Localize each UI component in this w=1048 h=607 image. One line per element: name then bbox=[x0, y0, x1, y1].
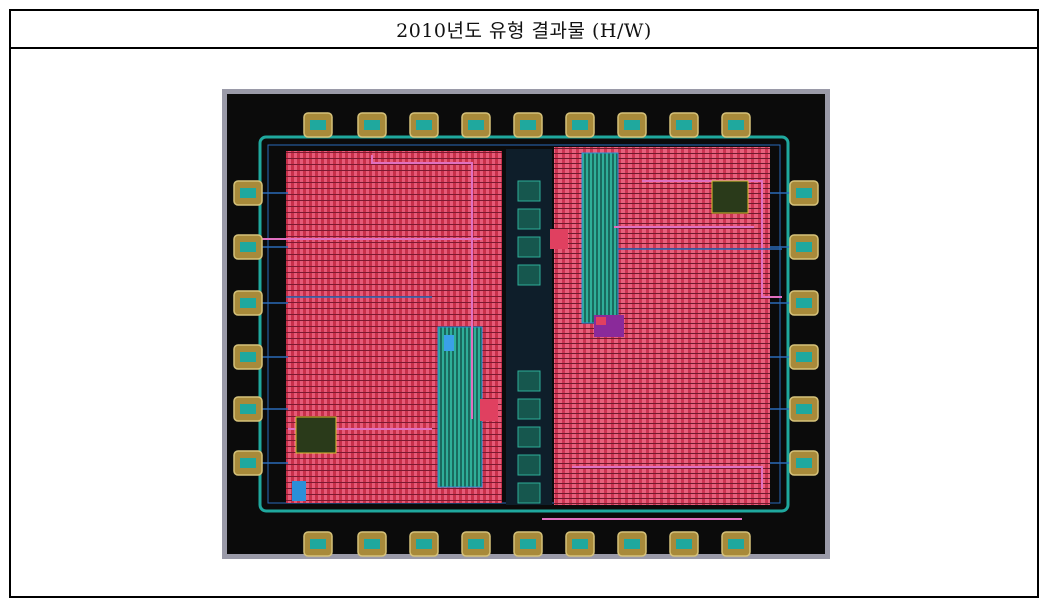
io-pad-right-1-core bbox=[796, 242, 812, 252]
center-cell-1 bbox=[517, 208, 541, 230]
io-pad-bottom-6-core bbox=[624, 539, 640, 549]
io-pad-top-8-core bbox=[728, 120, 744, 130]
table-title: 2010년도 유형 결과물 (H/W) bbox=[11, 11, 1037, 49]
io-pad-top-6-core bbox=[624, 120, 640, 130]
io-pad-left-2-core bbox=[240, 298, 256, 308]
center-cell-8 bbox=[517, 482, 541, 504]
center-cell-2 bbox=[517, 236, 541, 258]
center-cell-4 bbox=[517, 370, 541, 392]
io-pad-bottom-4-core bbox=[520, 539, 536, 549]
io-pad-top-7-core bbox=[676, 120, 692, 130]
io-pad-right-3-core bbox=[796, 352, 812, 362]
io-pad-bottom-1-core bbox=[364, 539, 380, 549]
center-cell-3 bbox=[517, 264, 541, 286]
center-cell-7 bbox=[517, 454, 541, 476]
io-pad-top-5-core bbox=[572, 120, 588, 130]
io-pad-bottom-5-core bbox=[572, 539, 588, 549]
result-table: 2010년도 유형 결과물 (H/W) bbox=[9, 9, 1039, 598]
io-pad-bottom-8-core bbox=[728, 539, 744, 549]
io-pad-top-0-core bbox=[310, 120, 326, 130]
io-pad-left-0-core bbox=[240, 188, 256, 198]
io-pad-bottom-3-core bbox=[468, 539, 484, 549]
io-pad-bottom-7-core bbox=[676, 539, 692, 549]
io-pad-top-2-core bbox=[416, 120, 432, 130]
io-pad-top-3-core bbox=[468, 120, 484, 130]
io-pad-right-2-core bbox=[796, 298, 812, 308]
io-pad-right-5-core bbox=[796, 458, 812, 468]
io-pad-left-3-core bbox=[240, 352, 256, 362]
io-pad-bottom-2-core bbox=[416, 539, 432, 549]
io-pad-right-0-core bbox=[796, 188, 812, 198]
chip-layout-svg bbox=[222, 89, 830, 559]
center-logic bbox=[506, 149, 552, 505]
io-pad-left-1-core bbox=[240, 242, 256, 252]
io-pad-left-5-core bbox=[240, 458, 256, 468]
io-pad-bottom-0-core bbox=[310, 539, 326, 549]
io-pad-top-1-core bbox=[364, 120, 380, 130]
io-pad-right-4-core bbox=[796, 404, 812, 414]
io-pad-top-4-core bbox=[520, 120, 536, 130]
center-cell-0 bbox=[517, 180, 541, 202]
chip-layout-image bbox=[222, 89, 830, 559]
io-pad-left-4-core bbox=[240, 404, 256, 414]
center-cell-5 bbox=[517, 398, 541, 420]
logic-column-right bbox=[581, 152, 619, 324]
center-cell-6 bbox=[517, 426, 541, 448]
